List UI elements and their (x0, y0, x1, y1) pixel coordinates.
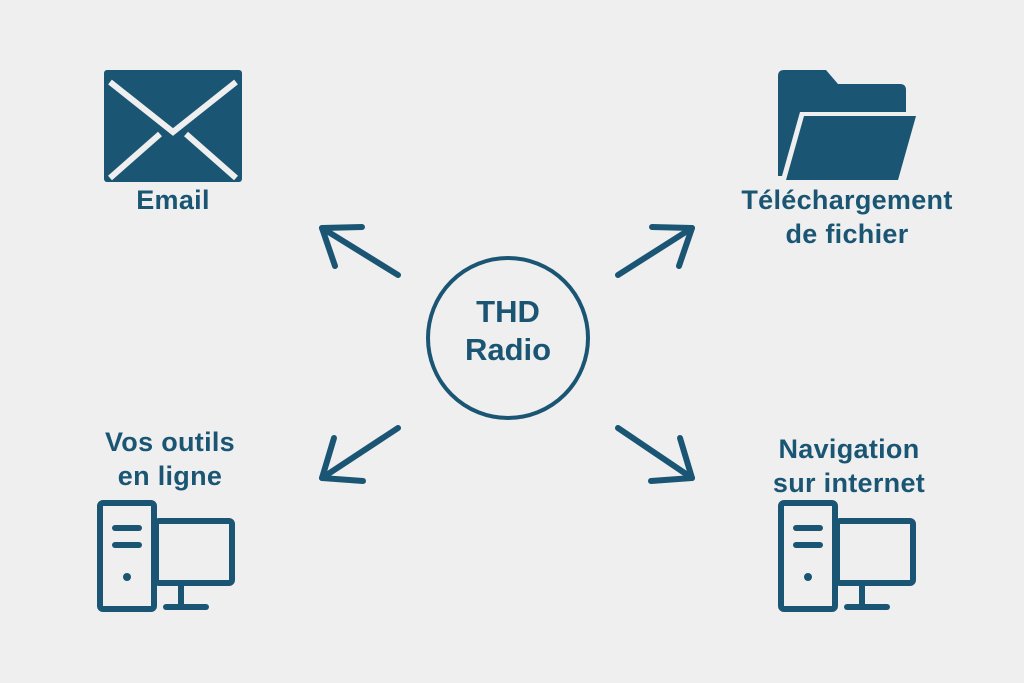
download-label-line2: de fichier (785, 219, 909, 249)
desktop-computer-icon (97, 500, 235, 612)
download-label: Téléchargement de fichier (716, 183, 978, 251)
browsing-label-line1: Navigation (778, 434, 920, 464)
tools-label-line1: Vos outils (104, 427, 235, 457)
center-label-line2: Radio (464, 332, 552, 367)
arrow-to-browsing (615, 425, 695, 484)
tools-label: Vos outils en ligne (78, 425, 262, 493)
browsing-label: Navigation sur internet (740, 432, 958, 500)
email-label-line1: Email (136, 185, 210, 215)
download-label-line1: Téléchargement (741, 185, 953, 215)
folder-icon (778, 70, 916, 180)
desktop-computer-icon (778, 500, 916, 612)
arrow-to-email (319, 224, 401, 278)
browsing-label-line2: sur internet (772, 468, 926, 498)
envelope-icon (104, 70, 242, 182)
arrow-to-tools (319, 425, 401, 484)
email-label: Email (83, 183, 263, 217)
tools-label-line2: en ligne (117, 461, 223, 491)
arrow-to-download (615, 224, 695, 278)
center-label: THD Radio (428, 293, 588, 369)
center-label-line1: THD (476, 294, 540, 329)
center-circle (426, 256, 590, 420)
